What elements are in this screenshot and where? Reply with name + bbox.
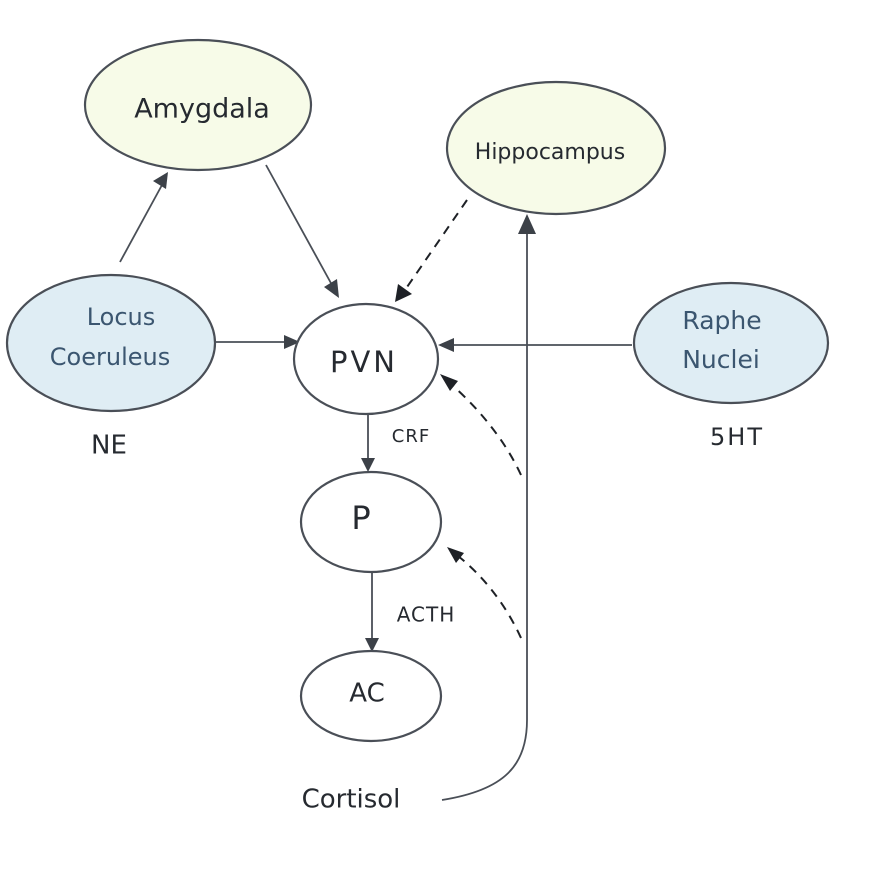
node-pvn: PVN [292, 302, 440, 416]
edge-hippocampus-to-pvn [395, 199, 468, 302]
raphe-nuclei-label-line1: Raphe [682, 306, 761, 335]
node-amygdala: Amygdala [83, 38, 313, 172]
locus-coeruleus-label-line1: Locus [87, 303, 156, 331]
raphe-nuclei-label-line2: Nuclei [682, 345, 760, 374]
p-label: P [351, 499, 370, 537]
node-raphe-nuclei: Raphe Nuclei [632, 281, 830, 405]
crf-label: CRF [392, 426, 430, 447]
node-p: P [299, 470, 443, 574]
ac-ellipse [299, 649, 443, 743]
amygdala-label: Amygdala [134, 94, 270, 125]
edge-cortisol-feedback-p [447, 547, 522, 639]
pvn-label: PVN [330, 345, 398, 379]
node-hippocampus: Hippocampus [445, 80, 667, 216]
hippocampus-ellipse [445, 80, 667, 216]
cortisol-label: Cortisol [302, 785, 401, 815]
ac-label: AC [349, 679, 384, 709]
edge-cortisol-to-hippocampus [441, 214, 536, 801]
edge-locus-to-pvn [216, 335, 300, 349]
raphe-nuclei-ellipse [632, 281, 830, 405]
locus-coeruleus-ellipse [5, 273, 217, 413]
edge-p-to-ac [365, 573, 379, 652]
edge-locus-to-amygdala [119, 172, 168, 263]
amygdala-ellipse [83, 38, 313, 172]
edge-pvn-to-p [361, 414, 375, 472]
edge-raphe-to-pvn [438, 338, 632, 352]
locus-coeruleus-label-line2: Coeruleus [50, 343, 170, 371]
five-ht-label: 5HT [710, 423, 764, 451]
hippocampus-label: Hippocampus [475, 140, 625, 165]
ne-label: NE [91, 431, 127, 461]
node-ac: AC [299, 649, 443, 743]
pvn-ellipse [292, 302, 440, 416]
edge-cortisol-feedback-pvn [440, 374, 522, 476]
node-locus-coeruleus: Locus Coeruleus [5, 273, 217, 413]
acth-label: ACTH [397, 603, 456, 627]
edge-amygdala-to-pvn [265, 164, 339, 298]
p-ellipse [299, 470, 443, 574]
